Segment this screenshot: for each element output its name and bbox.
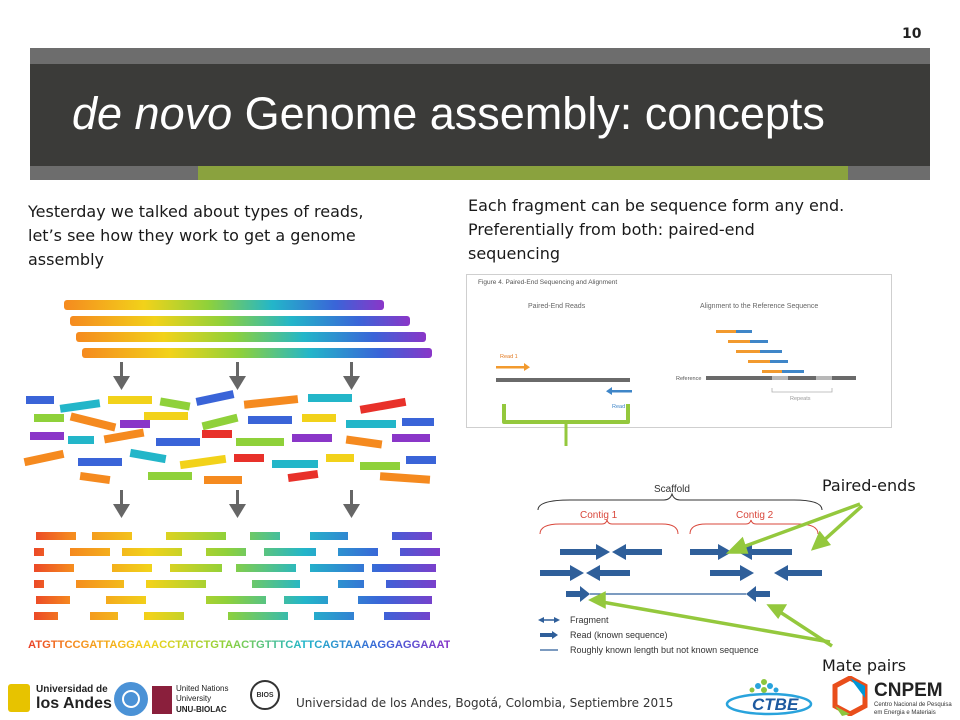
title-top-bar	[30, 48, 930, 64]
paired-end-figure: Figure 4. Paired-End Sequencing and Alig…	[466, 274, 892, 428]
title-bar	[30, 64, 930, 166]
paired-ends-label: Paired-ends	[822, 476, 916, 495]
cnpem-sub-2: em Energia e Materiais	[874, 710, 936, 716]
left-line-3: assembly	[28, 250, 104, 269]
title-italic: de novo	[72, 88, 233, 139]
contig1-reads	[540, 544, 662, 602]
uniandes-line-2: los Andes	[36, 695, 112, 712]
paired-end-reads-heading: Paired-End Reads	[528, 303, 586, 310]
unu-line-1: United Nations	[176, 684, 229, 693]
assembled-contigs	[34, 532, 440, 620]
legend-fragment: Fragment	[570, 615, 609, 625]
cnpem-logo: CNPEM Centro Nacional de Pesquisa em Ene…	[830, 676, 958, 720]
genome-copies	[64, 300, 432, 358]
contig2-label: Contig 2	[736, 510, 774, 521]
unu-line-2: University	[176, 694, 212, 703]
annotation-arrows	[588, 502, 864, 648]
scaffold-label: Scaffold	[654, 484, 690, 495]
un-emblem-icon	[114, 682, 148, 716]
figure-caption: Figure 4. Paired-End Sequencing and Alig…	[478, 279, 617, 286]
left-description: Yesterday we talked about types of reads…	[28, 200, 448, 272]
title-rest: Genome assembly: concepts	[232, 88, 825, 139]
read2-label: Read 2	[612, 404, 630, 410]
unu-line-3: UNU-BIOLAC	[176, 705, 227, 714]
right-line-2: Preferentially from both: paired-end	[468, 220, 755, 239]
repeats-label: Repeats	[790, 396, 811, 402]
cnpem-text: CNPEM	[874, 680, 943, 701]
shotgun-reads	[23, 390, 436, 485]
right-line-1: Each fragment can be sequence form any e…	[468, 196, 845, 215]
alignment-heading: Alignment to the Reference Sequence	[700, 303, 818, 310]
ctbe-logo: CTBE	[724, 676, 814, 716]
legend-read: Read (known sequence)	[570, 630, 668, 640]
slide-title: de novo Genome assembly: concepts	[72, 88, 825, 140]
unu-emblem-icon	[152, 686, 172, 714]
bios-text: BIOS	[256, 692, 274, 699]
fragment-bracket	[502, 404, 630, 446]
legend-unknown: Roughly known length but not known seque…	[570, 645, 759, 655]
uniandes-crest-icon	[8, 684, 30, 712]
right-line-3: sequencing	[468, 244, 560, 263]
fragment-arrows-bottom	[113, 490, 360, 518]
alignment-reads: Reference Repeats	[676, 330, 856, 402]
fragment-arrows-top	[113, 362, 360, 390]
contig1-label: Contig 1	[580, 510, 618, 521]
slide-number: 10	[902, 26, 922, 42]
title-accent-segment	[198, 166, 848, 180]
ctbe-text: CTBE	[752, 695, 799, 714]
right-description: Each fragment can be sequence form any e…	[468, 194, 938, 266]
paired-reads: Read 1 Read 2	[496, 354, 632, 410]
footer-text: Universidad de los Andes, Bogotá, Colomb…	[296, 696, 674, 710]
mate-pairs-label: Mate pairs	[822, 656, 907, 675]
unu-biolac-logo: United Nations University UNU-BIOLAC	[152, 682, 242, 718]
ctbe-emblem-icon	[725, 679, 813, 716]
assembly-figure: ATGTTCCGATTAGGAAACCTATCTGTAACTGTTTCATTCA…	[23, 300, 450, 651]
scaffold-legend: Fragment Read (known sequence) Roughly k…	[538, 615, 759, 655]
left-line-1: Yesterday we talked about types of reads…	[28, 202, 364, 221]
contig2-reads	[690, 544, 822, 602]
left-line-2: let’s see how they work to get a genome	[28, 226, 356, 245]
bios-logo: BIOS	[250, 680, 280, 710]
uniandes-logo: Universidad de los Andes	[6, 682, 112, 716]
uniandes-line-1: Universidad de	[36, 684, 108, 695]
cnpem-sub-1: Centro Nacional de Pesquisa	[874, 702, 952, 708]
reference-label: Reference	[676, 376, 701, 382]
read1-label: Read 1	[500, 354, 518, 360]
genome-sequence: ATGTTCCGATTAGGAAACCTATCTGTAACTGTTTCATTCA…	[28, 639, 450, 651]
cnpem-emblem-icon	[832, 676, 868, 716]
